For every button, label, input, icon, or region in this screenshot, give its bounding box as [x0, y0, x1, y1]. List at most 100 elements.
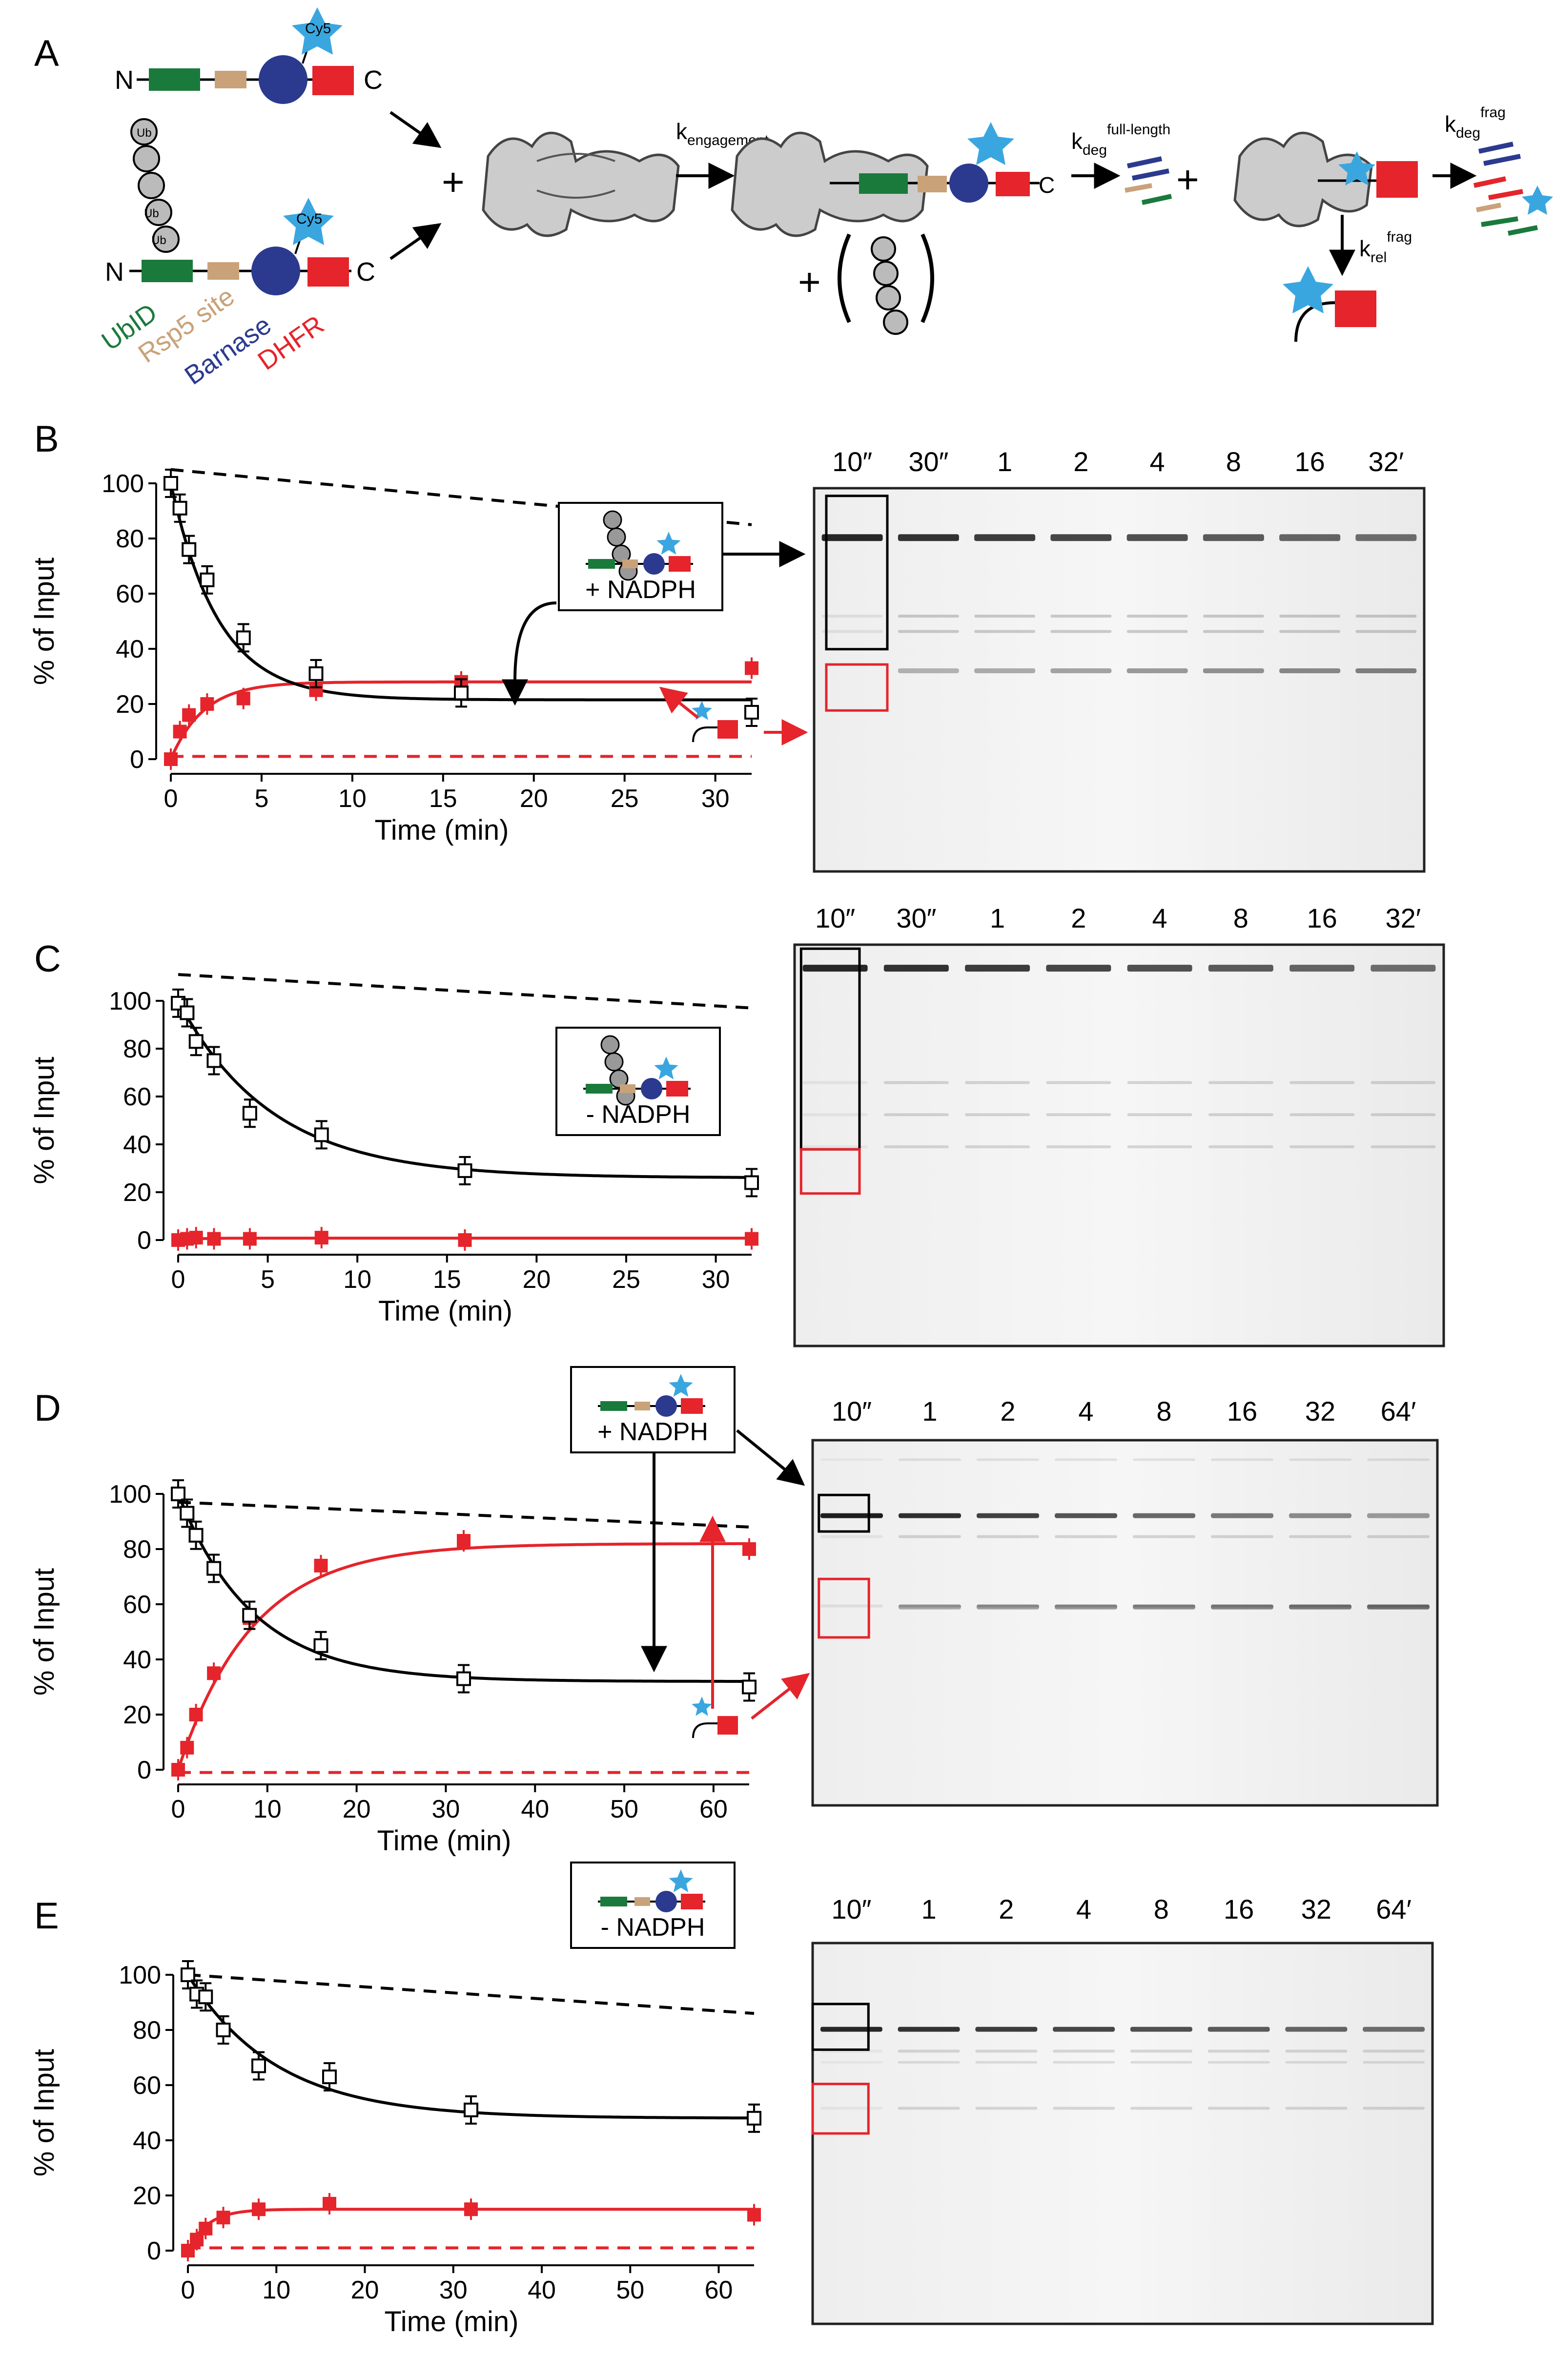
fragment-tail [692, 726, 720, 743]
dhfr-domain [312, 66, 354, 95]
n-terminus-label: N [105, 257, 124, 287]
x-tick-label: 40 [521, 1795, 549, 1823]
rsp5-site-domain [207, 262, 239, 280]
gel-band [1367, 1458, 1430, 1461]
cy5-label: Cy5 [305, 21, 331, 37]
fragment-pointer-arrow [659, 686, 699, 719]
y-axis-label: % of Input [28, 558, 60, 685]
gel-band [1126, 630, 1188, 633]
cy5-star-icon [283, 198, 334, 245]
gel-lane-label: 8 [1154, 1894, 1169, 1925]
domain-legend: UbID Rsp5 site Barnase DHFR [96, 282, 329, 391]
y-tick-label: 20 [123, 1701, 151, 1729]
full-length-point [182, 542, 197, 557]
gel-band [977, 1458, 1039, 1461]
gel-band [1363, 2049, 1425, 2053]
fragment-highlight-box [818, 1577, 870, 1639]
full-length-point [313, 1638, 328, 1653]
fragment-point [314, 1231, 328, 1245]
rsp5-site-domain [620, 1084, 635, 1093]
x-tick-label: 15 [433, 1265, 461, 1294]
y-tick-label: 60 [123, 1083, 151, 1111]
gel-lane-label: 32′ [1368, 446, 1404, 477]
gel-band-full-length [1279, 534, 1341, 541]
full-length-point [188, 1034, 204, 1049]
gel-band-fragment [1367, 1604, 1430, 1610]
gel-band-full-length [802, 965, 868, 972]
gel-band [899, 1458, 961, 1461]
k-rel-frag-label: krelfrag [1359, 229, 1412, 266]
panel-letter-a: A [34, 33, 59, 74]
x-tick-label: 10 [343, 1265, 371, 1294]
y-tick-label: 80 [123, 1535, 151, 1564]
legend-label: - NADPH [586, 1100, 691, 1129]
gel-lane-label: 4 [1078, 1396, 1093, 1427]
full-length-point [456, 1671, 471, 1686]
gel-lane-label: 1 [990, 903, 1005, 933]
c-terminus-label: C [364, 65, 383, 95]
full-length-point [744, 1175, 759, 1190]
barnase-domain [643, 553, 665, 575]
fragment-point [236, 691, 250, 705]
gel-band [820, 2107, 882, 2110]
ubid-domain [600, 1401, 627, 1411]
fragment-point [200, 697, 214, 711]
gel-lane-label: 64′ [1376, 1894, 1412, 1925]
gel-band [899, 1604, 961, 1608]
gel-band-full-length [1133, 1513, 1195, 1518]
gel-lane-label: 16 [1227, 1396, 1257, 1427]
full-length-point [198, 1989, 213, 2005]
gel-lane-label: 8 [1233, 903, 1248, 933]
panel-a: A N Cy5 C Ub Ub Ub N [34, 7, 1553, 391]
k-deg-full-length-label: kdegfull-length [1071, 122, 1170, 158]
x-tick-label: 20 [351, 2276, 379, 2304]
gel-band [1203, 630, 1264, 633]
gel-band [1363, 2107, 1425, 2110]
legend-label: + NADPH [585, 576, 696, 604]
gel-band [899, 1535, 961, 1538]
barnase-domain [655, 1891, 677, 1912]
y-tick-label: 60 [123, 1591, 151, 1619]
gel-lane-label: 2 [999, 1894, 1014, 1925]
gel-band [1130, 2107, 1192, 2110]
gel-band [898, 630, 959, 633]
gel-band [820, 1604, 883, 1608]
gel-band [1203, 615, 1264, 618]
full-length-point [171, 1487, 185, 1501]
full-length-point [181, 1967, 195, 1982]
fragment-point [173, 724, 187, 739]
x-tick-label: 30 [701, 785, 730, 813]
legend-pointer-arrow [502, 601, 557, 706]
gel-lane-label: 16 [1307, 903, 1337, 933]
y-tick-label: 40 [123, 1646, 151, 1674]
dhfr-domain [681, 1398, 703, 1414]
full-length-point [744, 704, 759, 720]
cy5-label: Cy5 [296, 211, 322, 227]
gel-lane-label: 32 [1305, 1396, 1335, 1427]
gel-band [1279, 630, 1341, 633]
gel-lane-label: 10″ [832, 1396, 872, 1427]
y-tick-label: 0 [130, 745, 144, 774]
gel-image [793, 943, 1445, 1347]
cy5-star-icon [669, 1374, 693, 1397]
full-length-point [188, 1528, 204, 1543]
fragment-point [199, 2221, 213, 2235]
panel-letter-d: D [34, 1387, 61, 1429]
full-length-highlight-box [818, 1493, 870, 1533]
gel-band-fragment [1126, 668, 1188, 673]
x-tick-label: 0 [171, 1265, 185, 1294]
gel-band-fragment [1133, 1604, 1195, 1610]
fragment-point [216, 2211, 230, 2225]
y-tick-label: 20 [116, 690, 144, 719]
full-length-point [180, 1005, 195, 1020]
gel-band [802, 1145, 868, 1148]
fragment-fit-curve [177, 1542, 749, 1770]
full-length-fit-curve [177, 1493, 749, 1683]
full-length-point [742, 1679, 757, 1695]
gel-band-fragment [974, 668, 1036, 673]
barnase-domain [641, 1078, 662, 1099]
